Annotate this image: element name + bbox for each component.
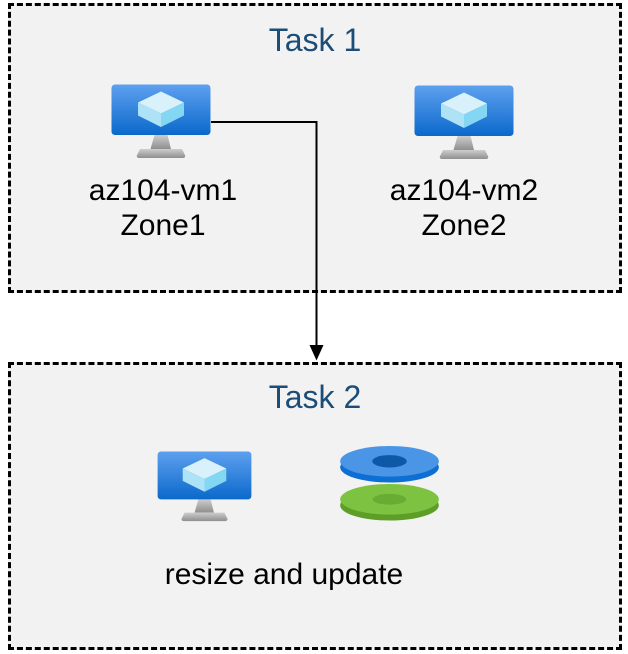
disks-icon bbox=[340, 445, 439, 521]
virtual-machine-icon bbox=[111, 84, 211, 159]
vm1-zone: Zone1 bbox=[120, 209, 206, 242]
arrowhead-icon bbox=[309, 345, 324, 361]
task1-title: Task 1 bbox=[268, 22, 362, 58]
task2-box bbox=[8, 362, 622, 650]
vm2-label: az104-vm2 Zone2 bbox=[364, 173, 564, 243]
virtual-machine-icon bbox=[157, 451, 252, 522]
vm2-name: az104-vm2 bbox=[389, 174, 539, 207]
vm1-label: az104-vm1 Zone1 bbox=[63, 173, 263, 243]
task2-title: Task 2 bbox=[268, 379, 362, 415]
task2-caption: resize and update bbox=[164, 558, 404, 591]
vm1-name: az104-vm1 bbox=[88, 174, 238, 207]
vm2-zone: Zone2 bbox=[421, 209, 507, 242]
virtual-machine-icon bbox=[414, 85, 514, 160]
